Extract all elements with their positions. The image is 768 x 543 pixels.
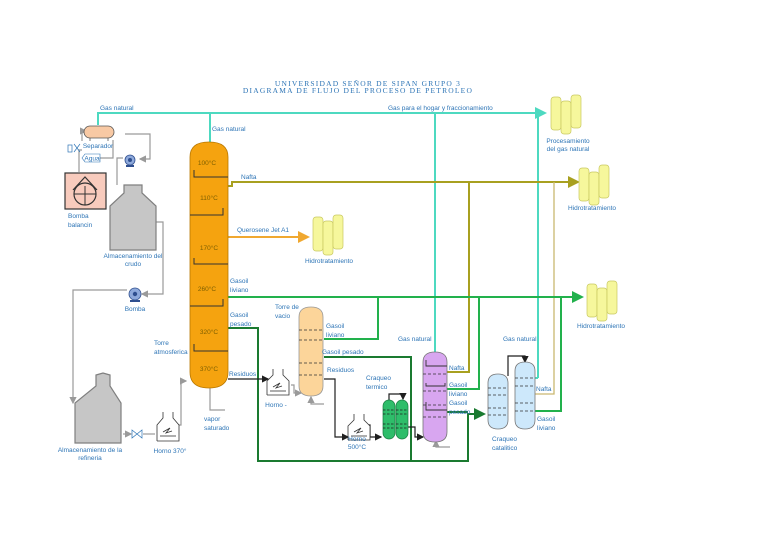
cat-gl-label-1: Gasoil [537,416,556,423]
reformer-nafta-label: Nafta [449,365,465,372]
almacenamiento-crudo-label-1: Almacenamiento del [104,253,163,260]
valve-icon [67,143,81,153]
separador-vessel [83,125,115,141]
hidrotratamiento-2-tanks [578,164,610,206]
gasoil-liviano-label-1: Gasoil [230,278,249,285]
procesamiento-label-1: Procesamiento [546,138,590,145]
tower-gas-natural-label: Gas natural [212,126,246,133]
almacenamiento-refineria-label-2: refineria [78,455,102,462]
horno-370-label: Horno 370° [154,447,187,455]
bomba-icon [128,287,142,302]
reformer-gl-label-2: liviano [449,391,468,398]
gasoil-pesado-lines [228,327,486,462]
hidro-1-label: Hidrotratamiento [305,258,353,265]
gate-valve-icon [131,429,143,439]
svg-text:Agua: Agua [84,156,100,163]
tower-temp-320: 320°C [200,328,218,336]
atmospheric-tower [189,141,229,389]
hidrotratamiento-3-tanks [586,280,618,322]
reformer-tower [422,351,448,443]
gas-natural-left-label: Gas natural [100,105,134,112]
tower-temp-100: 100°C [198,159,216,167]
tower-temp-110: 110°C [200,194,218,202]
tower-temp-260: 260°C [198,285,216,293]
craqueo-termico-label-2: termico [366,384,388,391]
vac-gasoil-liviano-label-1: Gasoil [326,323,345,330]
hidro-3-label: Hidrotratamiento [577,323,625,330]
title-line-1: UNIVERSIDAD SEÑOR DE SIPAN GRUPO 3 [275,78,461,88]
crude-lines [69,127,450,448]
vapor-label-1: vapor [204,416,221,423]
agua-tag: Agua [81,153,101,163]
horno-500-furnace [347,414,371,441]
residuos-lines [228,355,529,441]
querosene-label: Querosene Jet A1 [237,227,289,234]
craqueo-termico-label-1: Craqueo [366,375,391,382]
torre-atm-label-1: Torre [154,340,169,347]
bomba-balancin-label-2: balancin [68,222,93,229]
horno-vacio-label: Horno - [265,402,287,409]
bomba-balancin-label-1: Bomba [68,213,89,220]
gas-lines [97,107,547,379]
tower-temp-170: 170°C [200,244,218,252]
bomba-balancin [64,172,107,210]
bomba-label: Bomba [125,306,146,313]
procesamiento-gas-tanks [550,94,582,135]
tower-temp-370: 370°C [200,365,218,373]
cat-nafta-label: Nafta [536,386,552,393]
pump-icon [124,154,136,167]
almacenamiento-crudo-label-2: crudo [125,261,142,268]
title-line-2: DIAGRAMA DE FLUJO DEL PROCESO DE PETROLE… [243,86,473,95]
reformer-gl-label-1: Gasoil [449,382,468,389]
hidrotratamiento-1-tanks [312,214,344,256]
nafta-label: Nafta [241,174,257,181]
craqueo-catalitico-label-2: catalitico [492,445,518,452]
nafta-cat-line [528,182,555,395]
residuos-label: Residuos [229,371,257,378]
vac-gasoil-liviano-label-2: liviano [326,332,345,339]
vapor-label-2: saturado [204,425,230,432]
separador-label: Separador [83,143,114,150]
horno-500-label-2: 500°C [348,443,366,451]
reformer-gas-label: Gas natural [398,336,432,343]
reformer-gp-label-2: pesado [449,409,471,416]
nafta-lines [228,176,580,373]
vacuum-tower [298,306,324,397]
horno-vacio-furnace [266,369,290,396]
torre-vacio-label-1: Torre de [275,304,299,311]
gasoil-liviano-label-2: liviano [230,287,249,294]
craqueo-termico-reactors [382,399,409,440]
almacenamiento-crudo-tank [109,184,157,251]
almacenamiento-refineria-label-1: Almacenamiento de la [58,447,123,454]
horno-370-furnace [156,412,180,442]
procesamiento-label-2: del gas natural [547,146,590,153]
cat-gas-label: Gas natural [503,336,537,343]
gas-hogar-label: Gas para el hogar y fraccionamiento [388,105,493,112]
gasoil-liviano-lines [228,291,584,412]
cat-gl-label-2: liviano [537,425,556,432]
vac-residuos-label: Residuos [327,367,355,374]
almacenamiento-refineria-tank [74,372,122,444]
craqueo-catalitico-label-1: Craqueo [492,436,517,443]
gasoil-pesado-label-1: Gasoil [230,312,249,319]
horno-500-label-1: Horno [348,436,366,443]
torre-vacio-label-2: vacio [275,313,291,320]
reformer-gp-label-1: Gasoil [449,400,468,407]
hidro-2-label: Hidrotratamiento [568,205,616,212]
gasoil-pesado-label-2: pesado [230,321,252,328]
vac-gasoil-pesado-label: Gasoil pesado [322,349,364,356]
torre-atm-label-2: atmosferica [154,349,188,356]
craqueo-catalitico-towers [487,361,536,430]
